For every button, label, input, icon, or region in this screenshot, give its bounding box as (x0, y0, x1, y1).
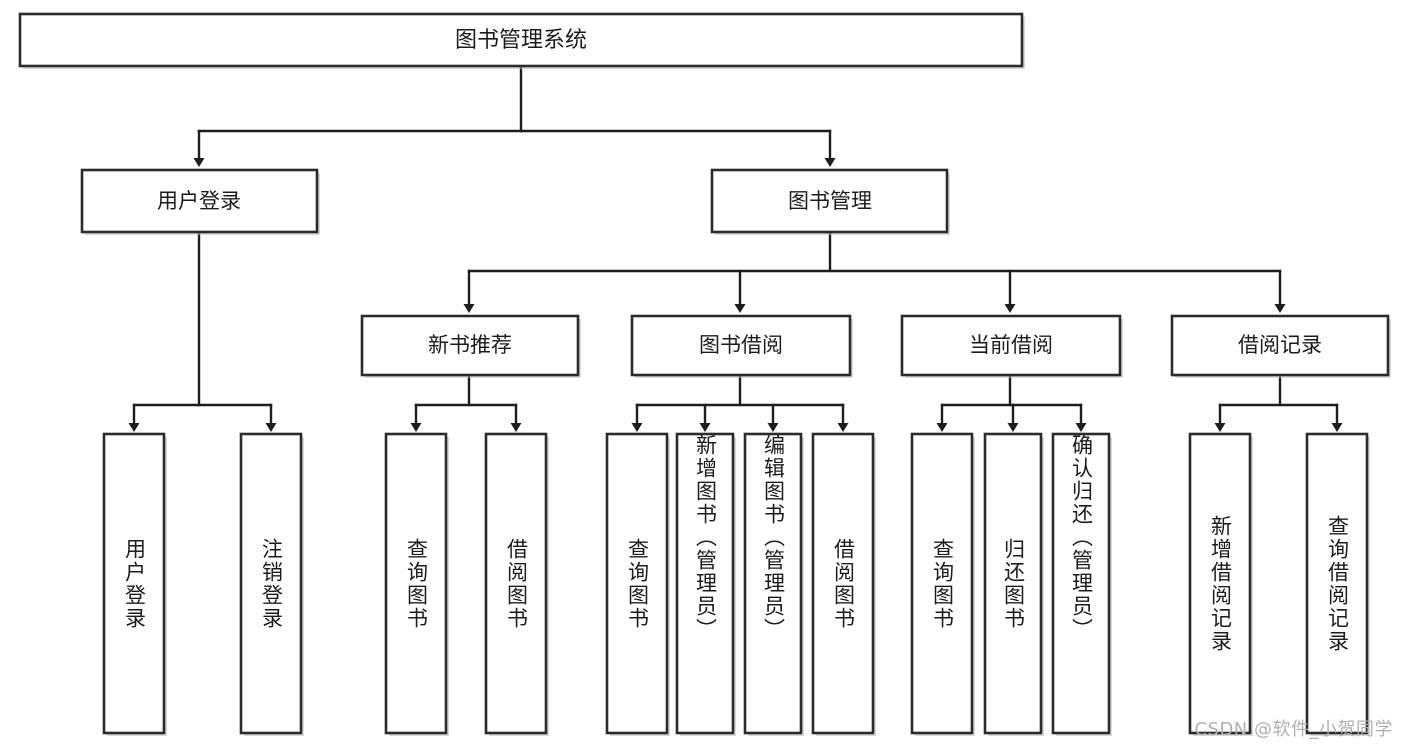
node-new-book-rec-box (360, 314, 580, 377)
csdn-watermark: CSDN @软件_小贺同学 (1194, 719, 1393, 740)
node-new-book-rec[interactable]: 新书推荐 (360, 314, 581, 378)
node-user-login-box (80, 168, 319, 234)
node-leaf-add-record[interactable] (1188, 432, 1253, 736)
node-leaf-query-book-3-box (910, 432, 974, 735)
connector-group-user-login (128, 230, 277, 432)
node-leaf-borrow-book-1-box (484, 432, 548, 735)
node-leaf-query-book-2-box (605, 432, 669, 735)
node-book-borrow-label: 图书借阅 (699, 333, 783, 357)
node-leaf-logout-box (239, 432, 303, 735)
node-leaf-logout[interactable] (239, 432, 304, 736)
node-leaf-return-book[interactable] (983, 432, 1044, 736)
node-book-borrow[interactable]: 图书借阅 (630, 314, 853, 378)
node-leaf-confirm-return[interactable] (1051, 432, 1112, 736)
node-user-login-label: 用户登录 (157, 189, 241, 213)
connector-group-current-borrow (936, 373, 1087, 432)
node-leaf-user-login[interactable] (102, 432, 167, 736)
node-root-box (18, 12, 1024, 68)
connector-group-book-borrow (631, 373, 849, 432)
node-leaf-borrow-book-2-box (811, 432, 875, 735)
node-root[interactable]: 图书管理系统 (18, 12, 1025, 69)
node-leaf-add-record-box (1188, 432, 1252, 735)
node-leaf-return-book-box (983, 432, 1043, 735)
node-leaf-query-book-2[interactable] (605, 432, 670, 736)
node-leaf-query-record[interactable] (1305, 432, 1370, 736)
connector-group-root (193, 64, 836, 167)
node-borrow-record-label: 借阅记录 (1238, 333, 1322, 357)
node-current-borrow-label: 当前借阅 (969, 333, 1053, 357)
node-borrow-record[interactable]: 借阅记录 (1170, 314, 1391, 378)
connector-group-new-book-rec (410, 373, 522, 432)
node-user-login[interactable]: 用户登录 (80, 168, 320, 235)
node-current-borrow-box (900, 314, 1122, 377)
node-leaf-add-book-box (675, 432, 735, 735)
node-root-label: 图书管理系统 (455, 28, 587, 53)
node-book-manage-label: 图书管理 (788, 189, 872, 213)
node-leaf-borrow-book-1[interactable] (484, 432, 549, 736)
node-leaf-user-login-box (102, 432, 166, 735)
node-book-borrow-box (630, 314, 852, 377)
node-leaf-confirm-return-box (1051, 432, 1111, 735)
node-book-manage[interactable]: 图书管理 (710, 168, 950, 235)
node-leaf-edit-book-box (743, 432, 803, 735)
node-leaf-query-book-1[interactable] (384, 432, 449, 736)
node-leaf-query-book-1-box (384, 432, 448, 735)
node-leaf-query-book-3[interactable] (910, 432, 975, 736)
node-leaf-edit-book[interactable] (743, 432, 804, 736)
node-leaf-add-book[interactable] (675, 432, 736, 736)
node-new-book-rec-label: 新书推荐 (428, 333, 512, 357)
node-book-manage-box (710, 168, 949, 234)
node-current-borrow[interactable]: 当前借阅 (900, 314, 1123, 378)
node-borrow-record-box (1170, 314, 1390, 377)
node-leaf-query-record-box (1305, 432, 1369, 735)
node-leaf-borrow-book-2[interactable] (811, 432, 876, 736)
connector-group-book-manage (463, 230, 1286, 313)
connector-group-borrow-record (1214, 373, 1343, 432)
